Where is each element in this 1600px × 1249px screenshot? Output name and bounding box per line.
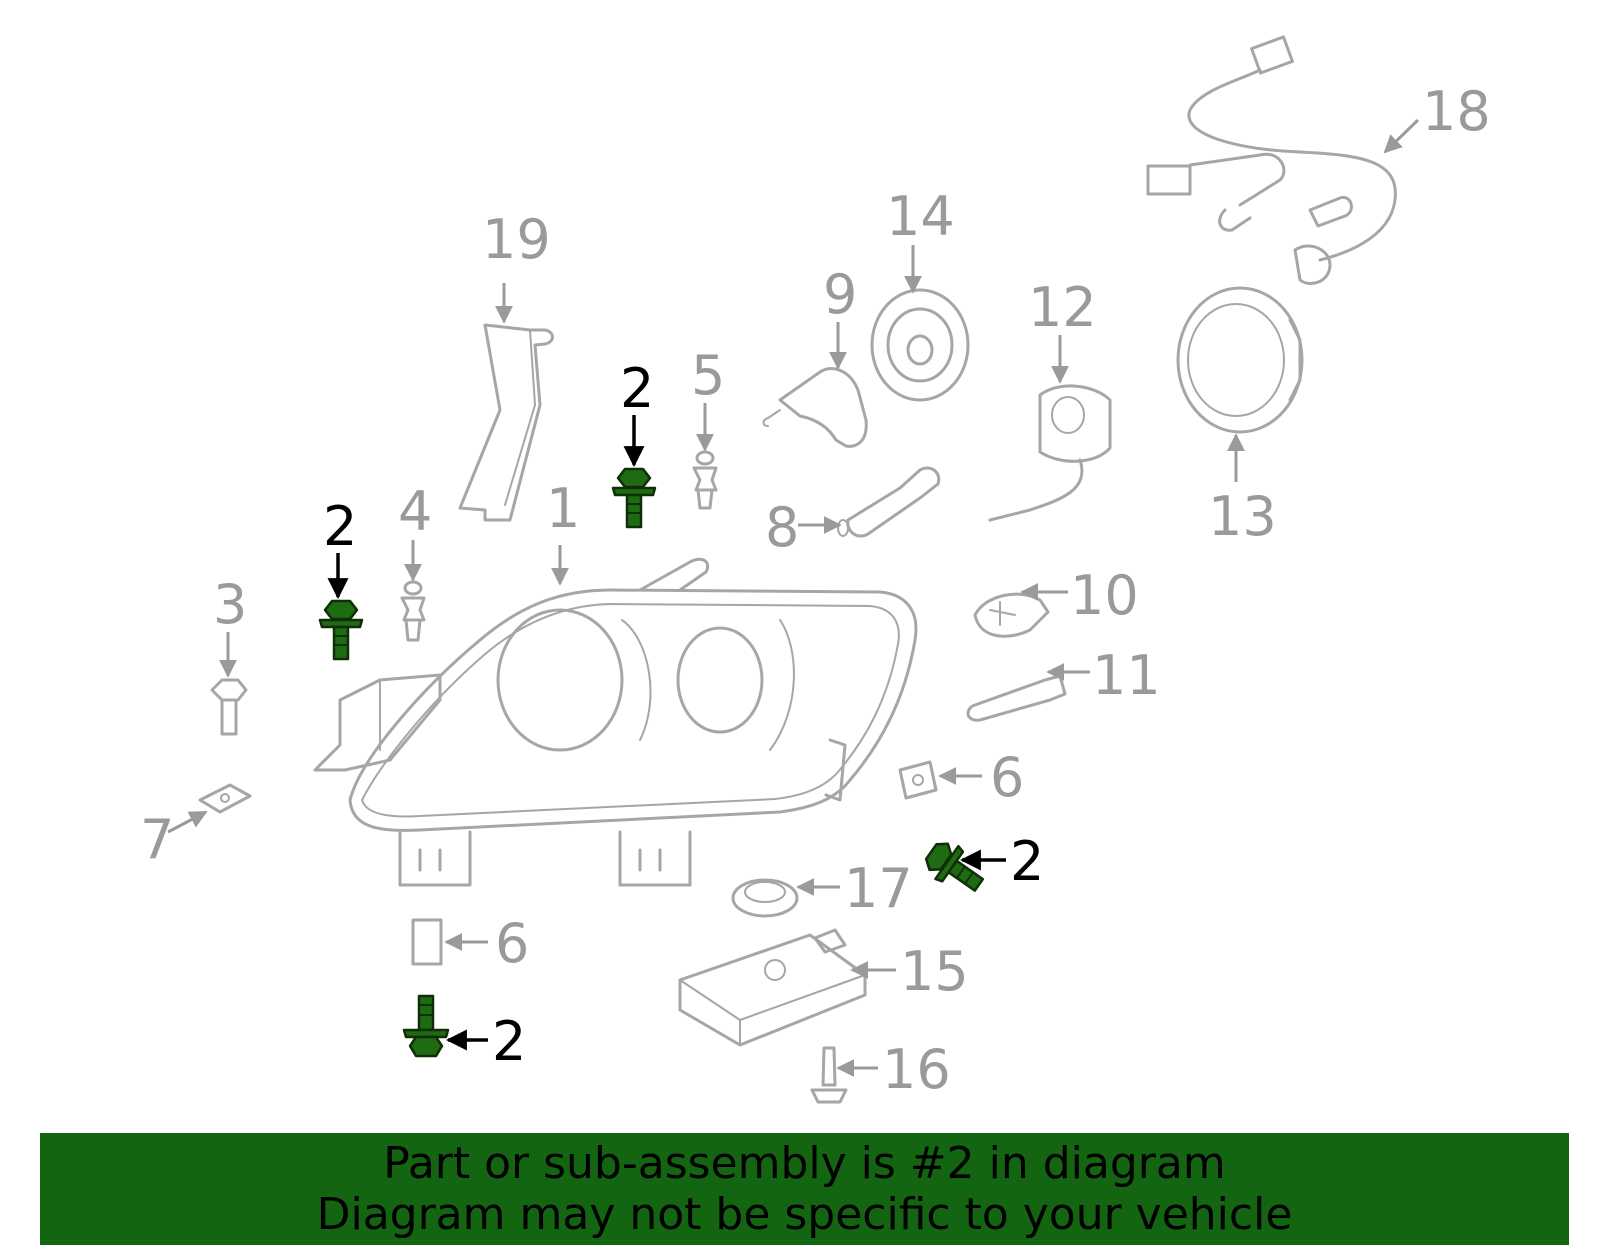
callout-19: 19 xyxy=(482,208,551,271)
cover-cap-part-14[interactable] xyxy=(870,288,970,402)
callout-5: 5 xyxy=(691,344,725,407)
clip-nut-part-7[interactable] xyxy=(198,783,252,814)
callout-7: 7 xyxy=(140,808,174,871)
wiring-harness-part-18[interactable] xyxy=(1146,35,1397,285)
banner-part-notice: Part or sub-assembly is #2 in diagram xyxy=(383,1138,1226,1189)
bulb-part-8[interactable] xyxy=(837,466,941,538)
bolt-part-2-lower[interactable] xyxy=(402,994,450,1058)
ballast-part-15[interactable] xyxy=(678,928,867,1047)
screw-part-16[interactable] xyxy=(810,1046,848,1104)
callout-2-upper-left: 2 xyxy=(323,495,357,558)
leader-arrows xyxy=(167,118,1420,1077)
bulb-part-11[interactable] xyxy=(966,674,1067,722)
bolt-part-2-upper-left[interactable] xyxy=(318,599,364,661)
info-banner: Part or sub-assembly is #2 in diagram Di… xyxy=(40,1133,1569,1245)
bolt-part-3[interactable] xyxy=(210,678,248,736)
bulb-part-10[interactable] xyxy=(973,592,1050,638)
bolt-part-2-upper-center[interactable] xyxy=(611,467,657,529)
igniter-part-12[interactable] xyxy=(988,384,1112,522)
bulb-part-9[interactable] xyxy=(762,367,868,448)
callout-12: 12 xyxy=(1028,276,1097,339)
callout-10: 10 xyxy=(1070,564,1139,627)
callout-16: 16 xyxy=(882,1038,951,1101)
headlamp-assembly[interactable] xyxy=(313,557,918,887)
callout-11: 11 xyxy=(1092,644,1161,707)
callout-4: 4 xyxy=(398,480,432,543)
headlamp-bracket[interactable] xyxy=(458,323,554,522)
callout-13: 13 xyxy=(1208,485,1277,548)
seal-ring-part-17[interactable] xyxy=(731,878,799,918)
callout-1: 1 xyxy=(546,477,580,540)
callout-6-lower: 6 xyxy=(495,912,529,975)
callout-2-upper-center: 2 xyxy=(620,357,654,420)
callout-2-lower: 2 xyxy=(492,1010,526,1073)
bolt-part-2-right[interactable] xyxy=(920,835,990,901)
callout-17: 17 xyxy=(844,857,913,920)
clip-part-6-lower[interactable] xyxy=(411,918,443,966)
clip-part-5[interactable] xyxy=(692,450,718,510)
callout-14: 14 xyxy=(886,185,955,248)
callout-3: 3 xyxy=(213,573,247,636)
callout-6-right: 6 xyxy=(990,746,1024,809)
clip-part-4[interactable] xyxy=(400,580,426,642)
callout-2-right: 2 xyxy=(1010,830,1044,893)
callout-8: 8 xyxy=(765,496,799,559)
cover-part-13[interactable] xyxy=(1176,286,1304,434)
banner-disclaimer: Diagram may not be specific to your vehi… xyxy=(316,1189,1293,1240)
callout-15: 15 xyxy=(900,940,969,1003)
clip-part-6-right[interactable] xyxy=(898,760,938,800)
callout-18: 18 xyxy=(1422,80,1491,143)
callout-9: 9 xyxy=(823,263,857,326)
